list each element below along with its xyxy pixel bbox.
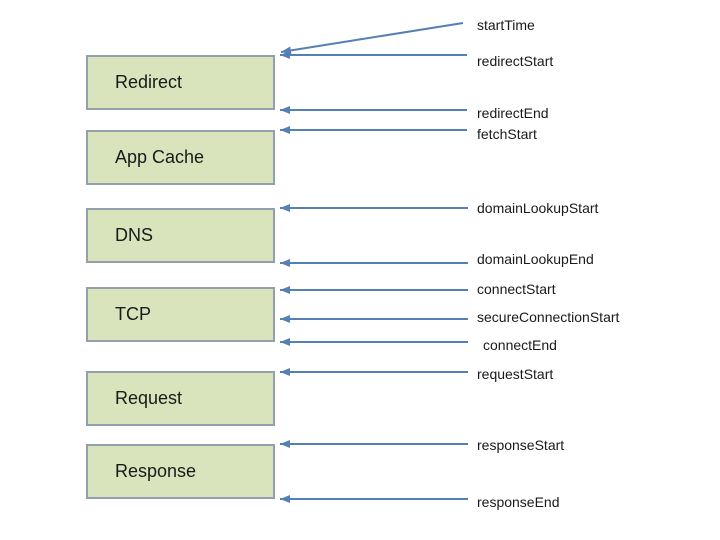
phase-box-dns: DNS (86, 208, 275, 263)
event-label-domainLookupEnd: domainLookupEnd (477, 251, 594, 267)
phase-box-request: Request (86, 371, 275, 426)
phase-box-response: Response (86, 444, 275, 499)
phase-label: Redirect (115, 72, 183, 92)
event-label-redirectStart: redirectStart (477, 53, 554, 69)
phase-label: Response (115, 461, 197, 481)
event-label-domainLookupStart: domainLookupStart (477, 200, 599, 216)
phase-label: DNS (115, 225, 154, 245)
event-label-requestStart: requestStart (477, 366, 554, 382)
event-label-fetchStart: fetchStart (477, 126, 537, 142)
phase-box-tcp: TCP (86, 287, 275, 342)
event-label-connectStart: connectStart (477, 281, 556, 297)
phase-box-app-cache: App Cache (86, 130, 275, 185)
phase-label: Request (115, 388, 183, 408)
event-label-responseEnd: responseEnd (477, 494, 560, 510)
event-label-connectEnd: connectEnd (483, 337, 557, 353)
event-label-redirectEnd: redirectEnd (477, 105, 549, 121)
event-label-responseStart: responseStart (477, 437, 565, 453)
arrow-startTime (280, 22, 464, 55)
event-label-secureConnectionStart: secureConnectionStart (477, 309, 620, 325)
phase-label: TCP (115, 304, 151, 324)
phase-label: App Cache (115, 147, 205, 167)
phase-box-redirect: Redirect (86, 55, 275, 110)
event-label-startTime: startTime (477, 17, 535, 33)
